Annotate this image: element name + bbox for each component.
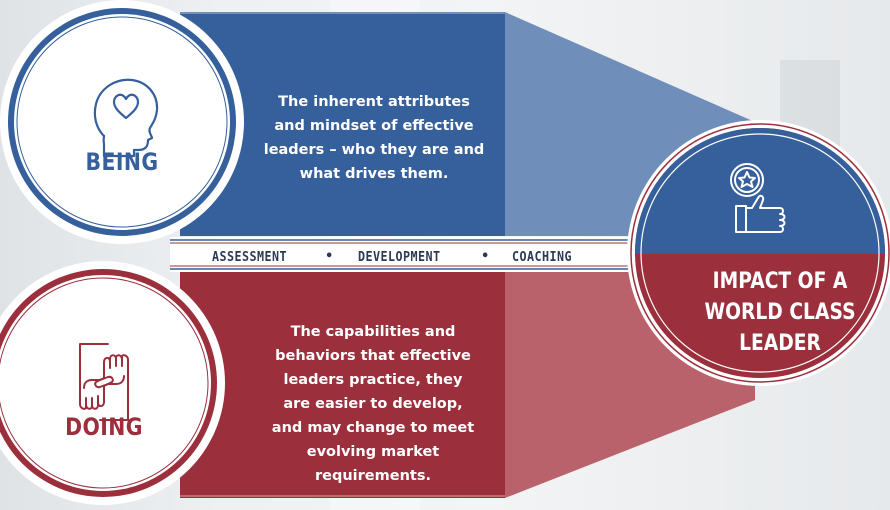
strip-item-coaching: COACHING [512, 250, 572, 265]
doing-panel [180, 272, 505, 498]
impact-circle [627, 120, 890, 386]
doing-circle [0, 261, 225, 505]
strip-separator: • [325, 249, 334, 264]
strip-item-development: DEVELOPMENT [358, 250, 441, 265]
hands-frame-icon [79, 343, 129, 421]
thumbs-up-star-icon [730, 163, 786, 233]
doing-description: The capabilities and behaviors that effe… [271, 324, 475, 484]
strip-separator: • [481, 249, 490, 264]
strip-item-assessment: ASSESSMENT [212, 250, 287, 265]
head-heart-icon [93, 78, 159, 158]
doing-label: DOING [65, 413, 143, 441]
impact-label: IMPACT OF A WORLD CLASS LEADER [704, 269, 856, 356]
being-description: The inherent attributes and mindset of e… [263, 94, 485, 182]
being-circle [0, 0, 244, 244]
being-label: BEING [85, 148, 159, 176]
